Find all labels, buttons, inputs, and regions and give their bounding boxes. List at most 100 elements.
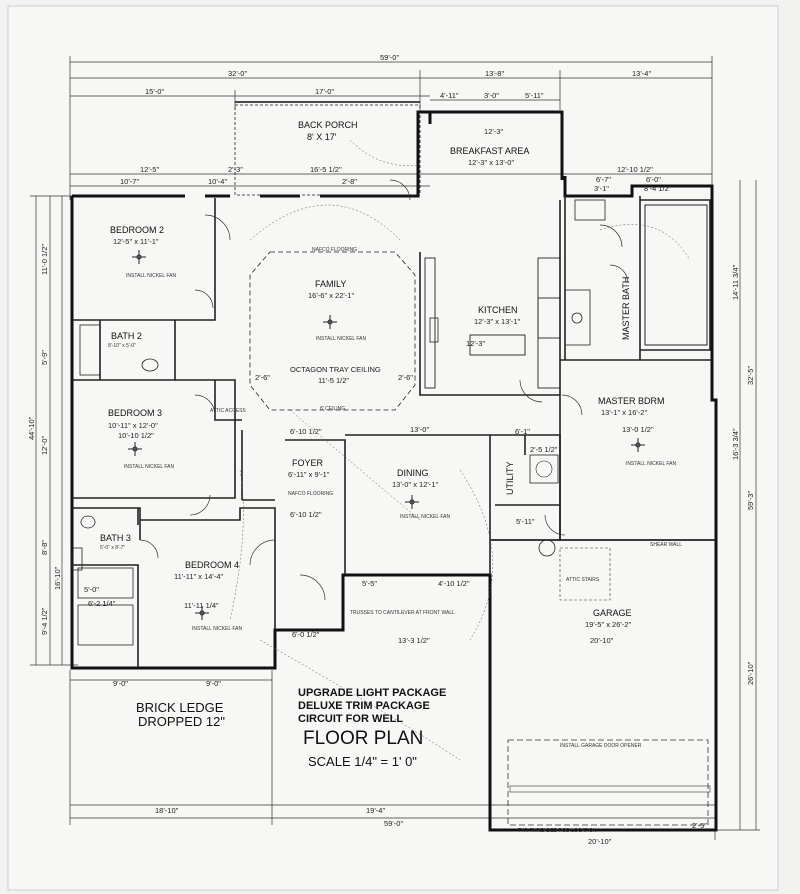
dim-mid-6: 2'-6": [398, 373, 413, 382]
dim-porch-width: 17'-0": [315, 87, 334, 96]
dim-right-1: 14'-11 3/4": [731, 264, 740, 300]
tray-ceiling-note: OCTAGON TRAY CEILING: [290, 365, 381, 374]
back-porch-size: 8' X 17': [307, 132, 337, 142]
back-porch-outline: [234, 104, 421, 196]
dim-bk-c: 5'-11": [525, 91, 544, 100]
dim-mid-9: 5'-5": [362, 579, 377, 588]
floor-plan-title: FLOOR PLAN: [303, 728, 423, 749]
right-dimension-lines: [715, 180, 760, 831]
bath3-size: 5'-0" x 8'-7": [100, 545, 125, 551]
bedroom2-name: BEDROOM 2: [110, 225, 164, 235]
bedroom3-fan-icon: [128, 442, 142, 456]
master-vanity: [564, 289, 591, 346]
dim-right-2: 32'-5": [746, 366, 755, 385]
back-porch-name: BACK PORCH: [298, 120, 358, 130]
bedroom3-fan-note: INSTALL NICKEL FAN: [124, 464, 174, 470]
dim-left-1: 11'-0 1/2": [40, 244, 49, 275]
dim-bath3-h: 5'-0": [84, 585, 99, 594]
water-heater: [538, 539, 556, 557]
dining-fan-note: INSTALL NICKEL FAN: [400, 514, 450, 520]
dim-mid-7: 6'-0 1/2": [292, 630, 320, 639]
octagon-tray-ceiling-outline: [249, 251, 416, 411]
dim-bottom-6: 20'-10": [588, 837, 612, 846]
dim-r1: 12'-5": [140, 165, 159, 174]
bedroom4-size2: 11'-11 1/4": [184, 601, 219, 610]
dim-bottom-3: 18'-10": [155, 806, 179, 815]
bedroom4-fan-note: INSTALL NICKEL FAN: [192, 626, 242, 632]
bedroom4-name: BEDROOM 4: [185, 560, 239, 570]
bath3-closet: [77, 604, 134, 646]
bedroom2-fan-note: INSTALL NICKEL FAN: [126, 273, 176, 279]
kitchen-size: 12'-3" x 13'-1": [474, 317, 520, 326]
dim-bottom-7: 2'-5": [692, 821, 707, 830]
upgrade-line1: UPGRADE LIGHT PACKAGE: [298, 687, 446, 699]
bath3-sink: [80, 515, 96, 529]
brick-ledge-line2: DROPPED 12": [138, 714, 225, 729]
shear-wall-note: SHEAR WALL: [650, 542, 682, 548]
dim-r7: 12'-10 1/2": [617, 165, 653, 174]
dim-r2: 2'-3": [228, 165, 243, 174]
left-dimension-lines: [30, 195, 78, 666]
bedroom2-size: 12'-5" x 11'-1": [113, 237, 159, 246]
utility-name: UTILITY: [505, 461, 515, 495]
dim-mid-1: 12'-3": [466, 339, 485, 348]
attic-access-note: ATTIC ACCESS: [210, 408, 246, 414]
dim-left-total: 44'-10": [27, 416, 36, 440]
ceiling-note: 8' CEILING: [320, 406, 345, 412]
dim-overall-top: 59'-0": [380, 53, 399, 62]
master-tub: [644, 204, 708, 346]
dim-right-3: 16'-3 3/4": [731, 428, 740, 460]
dim-left-4: 8'-8": [40, 540, 49, 555]
rod-note: TYP. THREADED ROD LOCATION: [518, 828, 597, 834]
dim-mid-12: 20'-10": [590, 636, 614, 645]
interior-walls: [72, 196, 716, 668]
dim-right-5: 26'-10": [746, 661, 755, 685]
bedroom3-size2: 10'-10 1/2": [118, 431, 154, 440]
garage-size: 19'-5" x 26'-2": [585, 620, 631, 629]
dim-r10: 3'-1": [594, 184, 609, 193]
master-bdrm-size: 13'-1" x 16'-2": [601, 408, 647, 417]
dim-bottom-5: 59'-0": [384, 819, 403, 828]
attic-stairs-note: ATTIC STAIRS: [566, 577, 600, 583]
kitchen-name: KITCHEN: [478, 305, 518, 315]
dim-mid-11: 6'-10 1/2": [290, 510, 322, 519]
master-sink: [571, 312, 583, 324]
top-dimension-lines: [69, 56, 713, 200]
scale-label: SCALE 1/4" = 1' 0": [308, 754, 417, 769]
dim-bottom-4: 19'-4": [366, 806, 385, 815]
dim-mid-5: 2'-6": [255, 373, 270, 382]
attic-stairs-outline: [559, 547, 611, 601]
garage-door-note: INSTALL GARAGE DOOR OPENER: [560, 743, 642, 749]
bottom-dimension-lines: [69, 670, 716, 840]
upgrade-line3: CIRCUIT FOR WELL: [298, 713, 403, 725]
dim-bk-a: 4'-11": [440, 91, 459, 100]
dining-name: DINING: [397, 468, 429, 478]
washer-drum: [535, 460, 553, 478]
bath2-name: BATH 2: [111, 331, 142, 341]
washer: [529, 454, 559, 484]
master-fan-icon: [631, 438, 645, 452]
master-closet-shelf: [574, 199, 606, 221]
dim-mid-2: 13'-0": [410, 425, 429, 434]
bath2-toilet: [141, 358, 159, 372]
kitchen-island: [469, 334, 526, 356]
dim-mid-13: 5'-11": [516, 517, 535, 526]
family-name: FAMILY: [315, 279, 346, 289]
bedroom4-size: 11'-11" x 14'-4": [174, 572, 224, 581]
dim-r11: 8'-4 1/2": [644, 184, 672, 193]
breakfast-name: BREAKFAST AREA: [450, 146, 529, 156]
dim-bottom-2: 9'-0": [206, 679, 221, 688]
bedroom3-size: 10'-11" x 12'-0": [108, 421, 158, 430]
electrical-circuits: [229, 139, 691, 761]
dim-mid-top: 13'-8": [485, 69, 504, 78]
dim-r5: 10'-4": [208, 177, 227, 186]
garage-name: GARAGE: [593, 608, 632, 618]
foyer-flooring-note: NAFCO FLOORING: [288, 491, 333, 497]
dim-porch-left: 15'-0": [145, 87, 164, 96]
dim-mid-4: 6'-10 1/2": [290, 427, 322, 436]
bath3-shower: [77, 567, 134, 599]
bath3-water-heater: [71, 547, 83, 571]
bath2-size: 8'-10" x 5'-0": [108, 343, 136, 349]
dim-r3: 16'-5 1/2": [310, 165, 342, 174]
dim-mid-15: 6'-1": [515, 427, 530, 436]
